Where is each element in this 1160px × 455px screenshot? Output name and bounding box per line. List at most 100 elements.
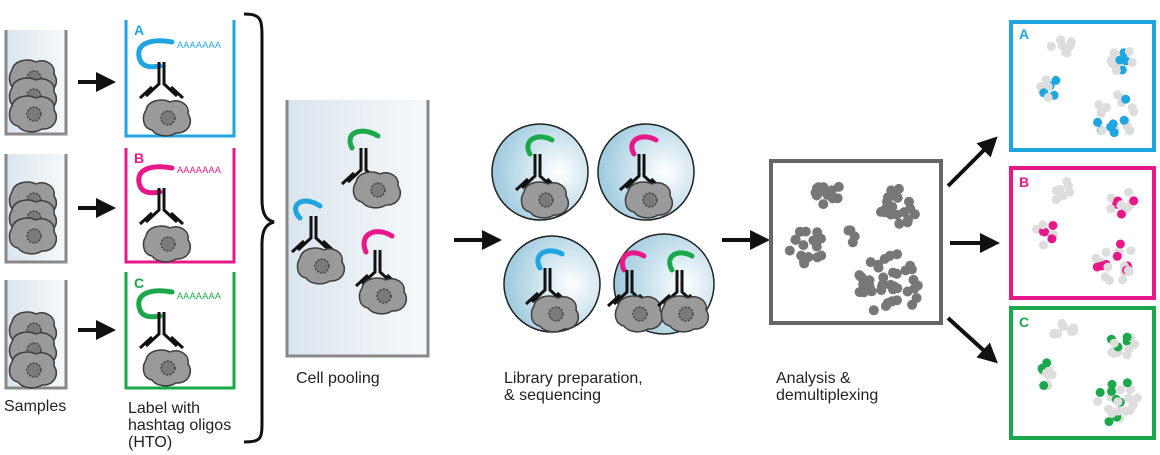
- cell-dot: [885, 250, 896, 261]
- cell-dot: [1042, 358, 1052, 368]
- cell-dot: [904, 196, 914, 207]
- cell-dot: [1038, 220, 1048, 230]
- cell-dot: [794, 226, 805, 237]
- cell-dot: [1043, 81, 1053, 91]
- cell-dot: [1100, 272, 1110, 282]
- cell-dot: [1069, 323, 1078, 333]
- cell-dot: [865, 257, 876, 268]
- cell-dot: [808, 235, 819, 246]
- cell-dot: [1121, 94, 1131, 104]
- cell-dot: [1093, 396, 1103, 406]
- cell-dot: [894, 218, 905, 229]
- cell-dot: [863, 278, 874, 289]
- grouping-brace: [243, 12, 275, 444]
- cell-dot: [1039, 240, 1048, 250]
- panel-B-letter: B: [1019, 174, 1030, 190]
- cell-dot: [1125, 385, 1135, 395]
- cell-dot: [1124, 47, 1134, 56]
- cell-dot: [1116, 200, 1126, 210]
- cell-dot: [1092, 262, 1102, 272]
- cell-dot: [811, 183, 822, 194]
- panel-A-dots: [1036, 35, 1139, 138]
- label-library-preparation: Library preparation, & sequencing: [504, 370, 643, 404]
- cell-dot: [1113, 397, 1123, 407]
- cell-dot: [1062, 48, 1072, 58]
- panel-C-letter: C: [1019, 314, 1030, 330]
- cell-dot: [1101, 247, 1111, 257]
- cell-dot: [1062, 176, 1072, 186]
- arrow-sample-to-label: [78, 72, 116, 340]
- tag-letter-C: C: [134, 275, 145, 291]
- cell-dot: [854, 270, 865, 281]
- cell-dot: [1126, 246, 1136, 256]
- cell-dot: [893, 183, 904, 194]
- panel-B-dots: [1032, 176, 1139, 285]
- cell-dot: [873, 262, 884, 273]
- label-samples: Samples: [4, 398, 67, 415]
- cell-dot: [843, 225, 854, 236]
- cell-dot: [866, 286, 877, 297]
- cell-dot: [888, 267, 898, 278]
- cell-dot: [1041, 75, 1051, 85]
- cell-dot: [892, 192, 903, 203]
- cell-dot: [905, 260, 916, 271]
- cell-dot: [1115, 239, 1125, 249]
- cell-dot: [1115, 55, 1125, 65]
- cell-dot: [1109, 338, 1119, 348]
- cell-dot: [1107, 408, 1117, 418]
- cell-dot: [1129, 107, 1139, 117]
- cell-dot: [1107, 386, 1116, 396]
- cell-dot: [1104, 417, 1114, 427]
- label-hashtag-oligos: Label with hashtag oligos (HTO): [128, 400, 232, 451]
- cell-dot: [1065, 41, 1075, 51]
- pooling-tube: [285, 100, 430, 358]
- cell-dot: [1049, 329, 1059, 339]
- panel-C-frame: [1009, 306, 1156, 440]
- cell-dot: [878, 272, 889, 283]
- panel-A-letter: A: [1019, 26, 1030, 42]
- cell-dot: [816, 233, 826, 244]
- cell-dot: [1058, 322, 1068, 331]
- cell-dot: [818, 199, 829, 210]
- polyA-tail-A: AAAAAAA: [177, 40, 222, 50]
- cell-dot: [892, 283, 903, 294]
- cell-dot: [908, 274, 919, 285]
- cell-dot: [1124, 266, 1134, 276]
- cell-dot: [1046, 42, 1056, 51]
- cell-dot: [826, 185, 837, 196]
- label-tube-B: [124, 148, 236, 264]
- cell-dot: [868, 305, 879, 316]
- cell-dot: [1102, 102, 1111, 112]
- cell-dot: [876, 282, 887, 293]
- cell-dot: [892, 209, 903, 220]
- cell-dot: [1132, 393, 1142, 403]
- cell-dot: [1113, 90, 1122, 100]
- cell-dot: [1107, 379, 1117, 389]
- cell-dot: [909, 283, 920, 294]
- arrows-to-panels: [946, 136, 1000, 364]
- cell-dot: [1051, 195, 1061, 205]
- cell-dot: [1128, 400, 1138, 410]
- panel-C-dots: [1037, 318, 1142, 427]
- cell-dot: [1051, 186, 1061, 196]
- cell-dot: [1043, 92, 1053, 102]
- tag-letter-B: B: [134, 150, 145, 166]
- cell-dot: [1106, 204, 1116, 214]
- cell-dot: [1119, 115, 1129, 125]
- cell-dot: [812, 252, 823, 263]
- cell-dot: [886, 185, 897, 196]
- cell-dot: [1127, 58, 1137, 67]
- cell-dot: [1047, 370, 1057, 380]
- cell-dot: [790, 234, 801, 245]
- tag-letter-A: A: [134, 22, 145, 38]
- cell-dot: [903, 214, 913, 225]
- cell-dot: [847, 237, 858, 248]
- cell-dot: [1112, 251, 1122, 261]
- cell-dot: [798, 240, 809, 251]
- cell-dot: [1038, 226, 1048, 236]
- sample-tube-3: [4, 280, 68, 390]
- cell-dot: [1091, 253, 1101, 263]
- sample-tube-2: [4, 154, 68, 264]
- cell-dot: [907, 299, 918, 310]
